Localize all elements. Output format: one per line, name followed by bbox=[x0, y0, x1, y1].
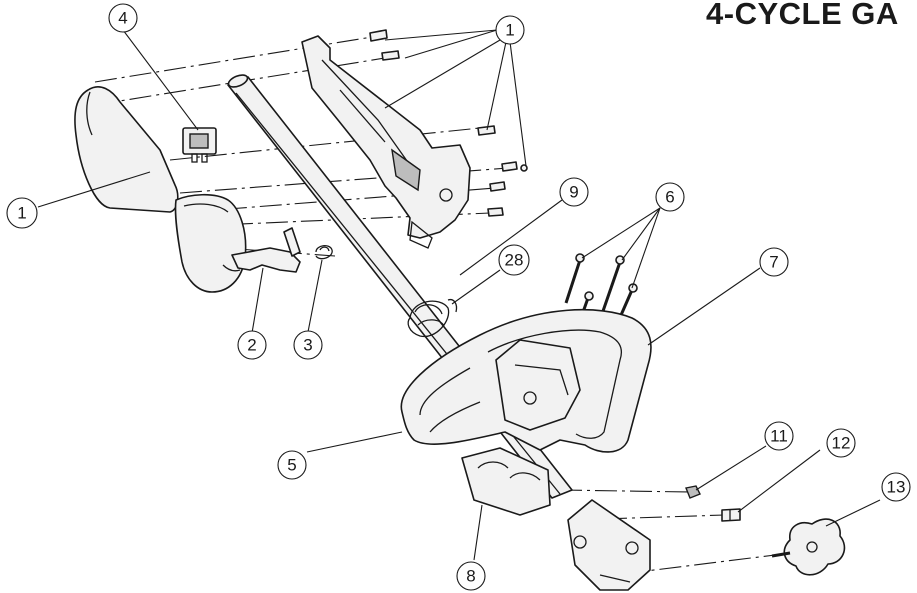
diagram-title: 4-CYCLE GA bbox=[706, 0, 899, 31]
callout-6: 6 bbox=[655, 182, 685, 212]
callout-1-top: 1 bbox=[495, 15, 525, 45]
lower-clamp bbox=[461, 447, 551, 516]
switch-part bbox=[182, 127, 217, 163]
coupler-tube bbox=[567, 499, 651, 591]
svg-text:1: 1 bbox=[17, 204, 26, 223]
handle-housing-center bbox=[301, 35, 471, 249]
callout-1-left: 1 bbox=[6, 197, 38, 229]
svg-text:1: 1 bbox=[505, 21, 514, 40]
callout-5: 5 bbox=[277, 450, 307, 480]
svg-text:28: 28 bbox=[505, 251, 524, 270]
leader-lines bbox=[37, 29, 881, 561]
svg-text:9: 9 bbox=[569, 183, 578, 202]
spring-part bbox=[315, 245, 333, 260]
svg-text:7: 7 bbox=[769, 253, 778, 272]
nut-part bbox=[685, 485, 701, 499]
assembly-lines bbox=[94, 36, 776, 579]
callout-7: 7 bbox=[759, 247, 789, 277]
callout-28: 28 bbox=[498, 244, 530, 276]
svg-text:5: 5 bbox=[287, 456, 296, 475]
callout-12: 12 bbox=[826, 428, 856, 458]
callout-13: 13 bbox=[881, 472, 911, 502]
center-bracket bbox=[495, 339, 581, 431]
callout-4: 4 bbox=[108, 3, 138, 33]
svg-text:12: 12 bbox=[832, 434, 851, 453]
callout-8: 8 bbox=[456, 561, 486, 591]
svg-text:2: 2 bbox=[247, 336, 256, 355]
svg-text:6: 6 bbox=[665, 188, 674, 207]
svg-text:13: 13 bbox=[887, 478, 906, 497]
small-bolt bbox=[721, 508, 741, 522]
screws bbox=[369, 29, 528, 217]
callout-3: 3 bbox=[293, 330, 323, 360]
svg-text:4: 4 bbox=[118, 9, 127, 28]
callout-9: 9 bbox=[559, 177, 589, 207]
svg-text:11: 11 bbox=[770, 427, 788, 446]
handle-shell-left bbox=[74, 86, 247, 293]
trigger-part bbox=[231, 227, 301, 273]
svg-text:8: 8 bbox=[466, 567, 475, 586]
callout-2: 2 bbox=[237, 330, 267, 360]
callout-11: 11 bbox=[764, 421, 794, 451]
knob-part bbox=[771, 518, 846, 576]
svg-text:3: 3 bbox=[303, 336, 312, 355]
